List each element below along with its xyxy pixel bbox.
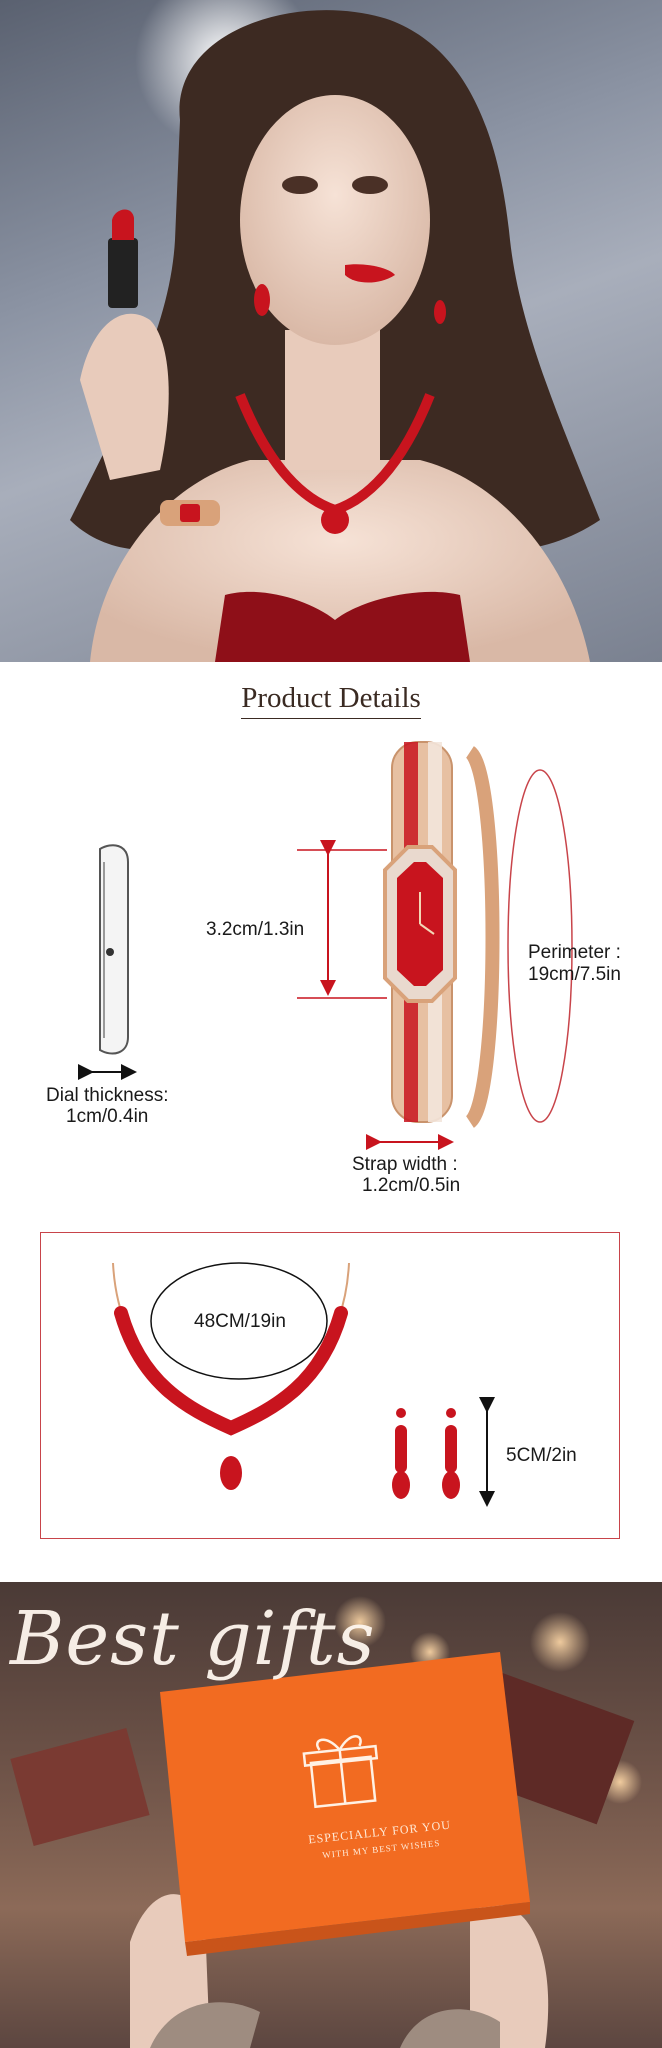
strap-width-label: Strap width :: [352, 1154, 458, 1175]
product-details-section: Product Details: [0, 662, 662, 1572]
gift-photo: Best gifts ESPECIALLY FOR YOU WITH MY BE…: [0, 1582, 662, 2048]
dial-thickness-label: Dial thickness:: [46, 1085, 169, 1106]
perimeter-label: Perimeter :: [528, 942, 621, 963]
necklace-earrings-diagram: [112, 1262, 495, 1507]
raised-hand: [80, 313, 169, 480]
right-earring: [434, 300, 446, 324]
necklace-drop: [220, 1456, 242, 1490]
bokeh-light: [530, 1612, 590, 1672]
right-hand: [470, 1904, 549, 2048]
left-earring: [254, 284, 270, 316]
necklace-length-label: 48CM/19in: [194, 1311, 286, 1332]
watch-side-profile: [99, 844, 129, 1055]
hero-photo: [0, 0, 662, 662]
necklace-pendant: [321, 506, 349, 534]
red-dress: [215, 591, 470, 662]
lipstick-tube: [108, 238, 138, 308]
gift-icon: [302, 1735, 379, 1809]
sweater-sleeve: [400, 2009, 500, 2048]
gift-box-edge: [185, 1902, 530, 1956]
strap-width-value: 1.2cm/0.5in: [362, 1175, 461, 1196]
dial-height-label: 3.2cm/1.3in: [206, 919, 305, 940]
dial-thickness-value: 1cm/0.4in: [66, 1106, 149, 1127]
wrist-watch-dial: [180, 504, 200, 522]
watch-dimension-diagram: [78, 741, 573, 1150]
earring-right: [442, 1408, 460, 1499]
bokeh-light: [334, 1596, 386, 1648]
necklace-earrings-frame: 48CM/19in 5CM/2in: [40, 1232, 620, 1539]
perimeter-outline: [507, 769, 573, 1123]
necklace-chain: [112, 1262, 350, 1419]
watch-front: [383, 741, 500, 1128]
necklace-length-outline: [150, 1262, 328, 1380]
perimeter-value: 19cm/7.5in: [528, 964, 621, 985]
section-title: Product Details: [0, 682, 662, 719]
earring-length-label: 5CM/2in: [506, 1445, 577, 1466]
neck: [285, 330, 380, 470]
necklace-body: [114, 1306, 348, 1436]
earring-left: [392, 1408, 410, 1499]
left-eye: [282, 176, 318, 194]
lipstick: [112, 209, 134, 240]
lips: [345, 264, 395, 283]
background-gift: [10, 1728, 150, 1846]
sweater-sleeve: [150, 2002, 260, 2048]
model-illustration: [70, 0, 600, 662]
gift-illustration: [10, 1596, 642, 2048]
right-eye: [352, 176, 388, 194]
face: [240, 95, 430, 345]
best-gifts-script: Best gifts: [10, 1596, 376, 1682]
